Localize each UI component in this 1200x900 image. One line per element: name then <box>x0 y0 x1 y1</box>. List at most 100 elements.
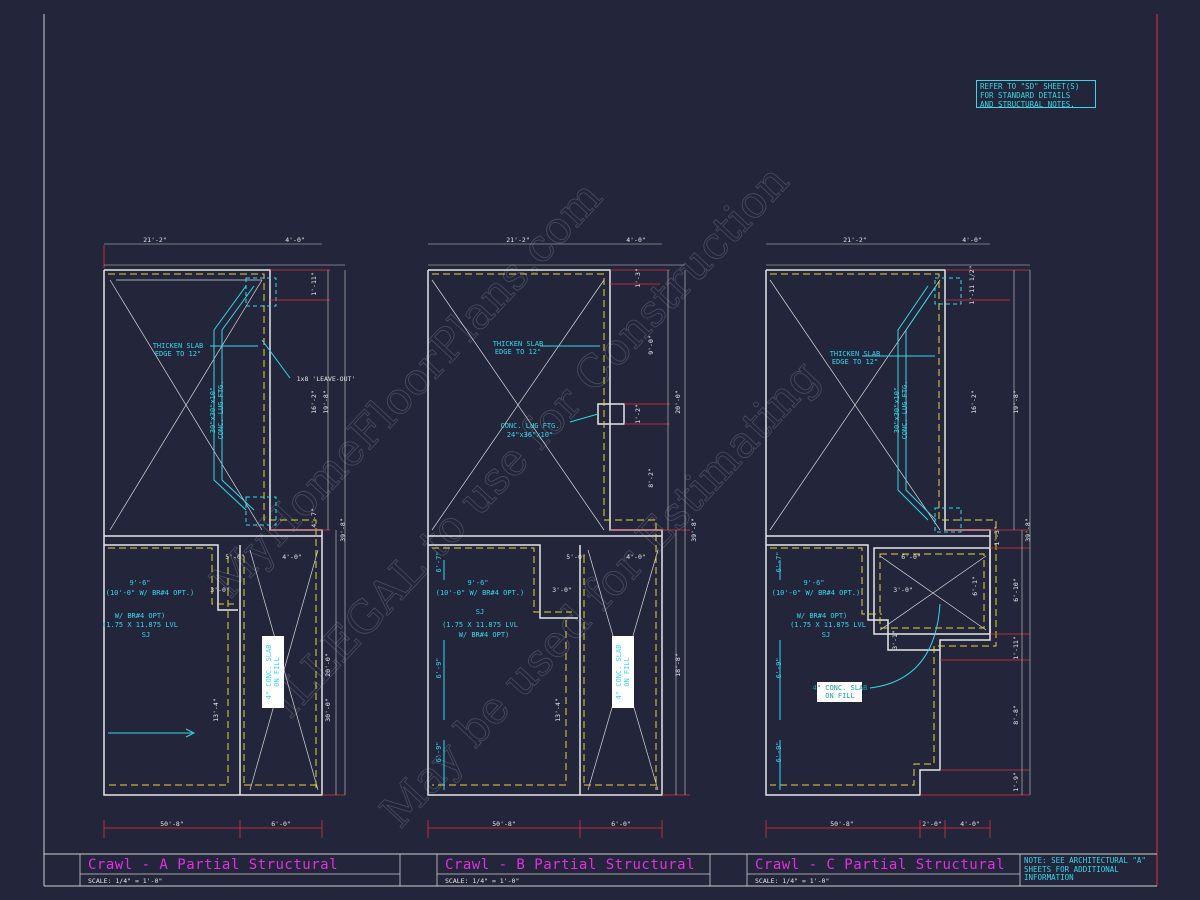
plan-b-note: THICKEN SLAB <box>493 340 544 348</box>
plan-a-note: (10'-0" W/ BR#4 OPT.) <box>106 589 195 597</box>
watermark: MyHomeFloorPlans.com ILLEGAL to use for … <box>200 155 829 838</box>
plan-b <box>427 243 690 838</box>
plan-a-note: 9'-6" <box>129 579 150 587</box>
plan-b-note: SJ <box>476 608 484 616</box>
plan-a-slab-note: ON FILL <box>273 657 281 687</box>
plan-c-dim-side: 6'-10" <box>1012 578 1020 601</box>
plan-b-note: 6'-7" <box>435 551 443 572</box>
plan-a-dim-top: 21'-2" <box>143 236 166 244</box>
plan-b-dim-side: 39'-8" <box>690 518 698 541</box>
plan-b-slab-note: 4" CONC. SLAB <box>615 645 623 700</box>
plan-a <box>103 243 346 838</box>
bottom-note-line-3: INFORMATION <box>1024 873 1074 882</box>
plan-c-note: (10'-0" W/ BR#4 OPT.) <box>772 589 861 597</box>
note-line-3: AND STRUCTURAL NOTES. <box>980 100 1075 109</box>
plan-a-note: CONC. LUG FTG. <box>217 380 225 439</box>
plan-a-note: THICKEN SLAB <box>153 342 204 350</box>
structural-notes-callout: REFER TO "SD" SHEET(S) FOR STANDARD DETA… <box>976 80 1096 109</box>
plan-c-note: 6'-0" <box>901 553 921 561</box>
plan-c-note: 3'-1" <box>891 630 899 650</box>
plan-c-note: THICKEN SLAB <box>830 350 881 358</box>
plan-c-dim-side: 16'-2" <box>970 390 978 413</box>
plan-a-note: 1x8 'LEAVE-OUT' <box>297 375 356 383</box>
plan-c-note: 9'-6" <box>803 579 824 587</box>
plan-a-dim-side: 16'-2" <box>310 390 318 413</box>
plan-a-note: EDGE TO 12" <box>155 350 201 358</box>
plan-b-note: 13'-4" <box>554 698 562 721</box>
plan-b-dim-side: 8'-2" <box>647 468 655 488</box>
plan-b-dim-side: 20'-0" <box>674 390 682 413</box>
plan-b-dim-bottom: 50'-8" <box>492 820 515 828</box>
bottom-note-line-1: NOTE: SEE ARCHITECTURAL "A" <box>1024 856 1146 865</box>
plan-b-note: CONC. LUG FTG. <box>500 422 559 430</box>
plan-c-note: 6'-7" <box>775 551 783 572</box>
plan-c-scale: SCALE: 1/4" = 1'-0" <box>755 877 830 885</box>
plan-c-note: (1.75 X 11.875 LVL <box>790 621 866 629</box>
plan-c-slab-note: 4" CONC. SLAB <box>813 684 868 692</box>
plan-c-dim-bottom: 2'-0" <box>922 820 942 828</box>
plan-c-note: 3'-0" <box>893 586 913 594</box>
plan-a-dim-side: 20'-0" <box>324 653 332 676</box>
plan-b-note: 6'-9" <box>435 657 443 678</box>
plan-a-slab-note: 4" CONC. SLAB <box>265 645 273 700</box>
plan-b-note: 4'-0" <box>626 553 646 561</box>
plan-a-note: 13'-4" <box>212 698 220 721</box>
plan-a-dim-side: 4'-7" <box>310 508 318 528</box>
plan-a-slab-label-box <box>262 636 284 708</box>
plan-c-note: 6'-9" <box>775 741 783 762</box>
plan-a-title: Crawl - A Partial Structural <box>88 857 339 873</box>
architectural-sheets-note: NOTE: SEE ARCHITECTURAL "A" SHEETS FOR A… <box>1024 856 1158 883</box>
plan-a-scale: SCALE: 1/4" = 1'-0" <box>88 877 163 885</box>
plan-b-note: 5'-0" <box>566 553 586 561</box>
plan-a-note: 4'-0" <box>282 553 302 561</box>
plan-a-dim-side: 19'-8" <box>322 390 330 413</box>
plan-b-dim-side: 9'-0" <box>647 335 655 355</box>
plan-a-dim-bottom: 50'-8" <box>160 820 183 828</box>
title-block-plan-c: Crawl - C Partial Structural SCALE: 1/4"… <box>747 856 1020 886</box>
plan-b-note: 24"x36"x10" <box>507 431 553 439</box>
plan-a-note: 3'-0" <box>210 586 230 594</box>
plan-a-note: 5'-0" <box>225 553 245 561</box>
plan-b-title: Crawl - B Partial Structural <box>445 857 696 873</box>
plan-a-dim-side: 39'-8" <box>339 518 347 541</box>
plan-b-note: EDGE TO 12" <box>495 348 541 356</box>
plan-c-note: 30"x30"x10" <box>893 387 901 433</box>
plan-c-dim-side: 8'-8" <box>1012 705 1020 725</box>
plan-a-note: SJ <box>142 631 150 639</box>
plan-b-note: 9'-6" <box>467 579 488 587</box>
plan-a-note: W/ BR#4 OPT) <box>115 612 166 620</box>
plan-b-note: 3'-0" <box>552 586 572 594</box>
title-block-plan-b: Crawl - B Partial Structural SCALE: 1/4"… <box>437 856 710 886</box>
title-block-plan-a: Crawl - A Partial Structural SCALE: 1/4"… <box>80 856 400 886</box>
plan-c-dim-side: 1'-3" <box>993 526 1001 546</box>
plan-a-note: (1.75 X 11.875 LVL <box>102 621 178 629</box>
plan-c-slab-label-box <box>817 682 862 702</box>
plan-c-dim-side: 39'-8" <box>1024 518 1032 541</box>
plan-b-note: (10'-0" W/ BR#4 OPT.) <box>436 589 525 597</box>
plan-b-note: 6'-9" <box>435 741 443 762</box>
plan-c-dim-top: 21'-2" <box>843 236 866 244</box>
plan-a-dim-bottom: 6'-0" <box>271 820 291 828</box>
plan-c-slab-note: ON FILL <box>825 692 855 700</box>
plan-c-dim-side: 19'-8" <box>1012 390 1020 413</box>
plan-c-dim-side: 1'-11 1/2" <box>968 265 976 304</box>
plan-c-note: CONC. LUG FTG. <box>901 380 909 439</box>
plan-c-note: EDGE TO 12" <box>832 358 878 366</box>
plan-c-note: 6'-9" <box>775 657 783 678</box>
note-line-2: FOR STANDARD DETAILS <box>980 91 1071 100</box>
plan-c-dim-side: 1'-9" <box>1012 772 1020 792</box>
plan-c-dim-bottom: 4'-0" <box>960 820 980 828</box>
plan-b-note: W/ BR#4 OPT) <box>459 631 510 639</box>
plan-b-dim-top: 4'-0" <box>626 236 646 244</box>
plan-a-dim-top: 4'-0" <box>285 236 305 244</box>
plan-c-dim-side: 1'-11" <box>1012 636 1020 659</box>
plan-c <box>765 243 1031 838</box>
plan-c-dim-bottom: 50'-8" <box>830 820 853 828</box>
plan-b-dim-bottom: 6'-0" <box>611 820 631 828</box>
plan-a-note: 30'-0" <box>324 698 332 721</box>
plan-a-dim-side: 1'-11" <box>310 272 318 295</box>
plan-b-dim-side: 18'-8" <box>674 653 682 676</box>
plan-annotations: 21'-2" 4'-0" 50'-8" 6'-0" 1'-11" 16'-2" 19'-8"… <box>102 236 1032 828</box>
plan-a-note: 30"x30"x10" <box>209 387 217 433</box>
